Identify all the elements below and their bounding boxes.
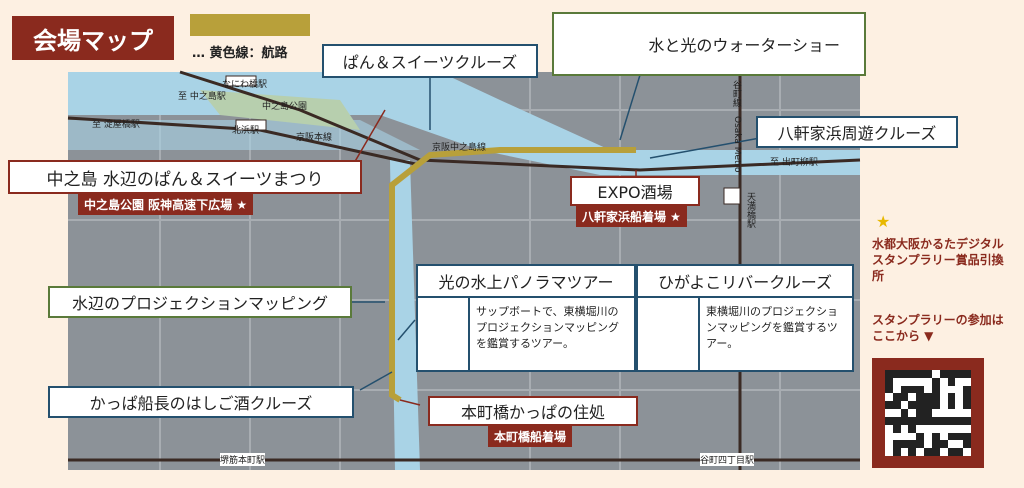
station-tanimachi4: 谷町四丁目駅 bbox=[700, 453, 755, 466]
higashiyokobori-river bbox=[390, 160, 420, 470]
rally-entry-text: スタンプラリーの参加はここから ▼ bbox=[872, 313, 1004, 343]
kappa-cruise-label[interactable]: かっぱ船長のはしご酒クルーズ bbox=[48, 386, 354, 418]
qr-code[interactable] bbox=[872, 358, 984, 468]
station-sakaisuji-hommachi: 堺筋本町駅 bbox=[220, 453, 266, 466]
pan-sweets-festival-label[interactable]: 中之島 水辺のぱん＆スイーツまつり bbox=[8, 160, 362, 194]
station-naniwabashi: なにわ橋駅 bbox=[222, 80, 268, 90]
station-nakanoshima: 至 中之島駅 bbox=[178, 92, 226, 102]
station-nakanoshima-koen: 中之島公園 bbox=[262, 102, 308, 112]
star-icon: ★ bbox=[876, 212, 891, 231]
page-title: 会場マップ bbox=[12, 16, 174, 60]
higayokoji-cruise-desc: 東横堀川のプロジェクションマッピングを鑑賞するツアー。 bbox=[706, 305, 838, 350]
station-temmabashi: 天満橋駅 bbox=[745, 192, 755, 228]
higayokoji-cruise-card[interactable]: ひがよこリバークルーズ 東横堀川のプロジェクションマッピングを鑑賞するツアー。 bbox=[636, 264, 854, 372]
pan-sweets-place: 中之島公園 阪神高速下広場 ★ bbox=[78, 194, 254, 215]
nakanoshima-park bbox=[200, 90, 360, 130]
pan-sweets-cruise-label[interactable]: ぱん＆スイーツクルーズ bbox=[322, 44, 538, 78]
station-markers bbox=[225, 75, 741, 205]
boat-route bbox=[389, 147, 636, 403]
station-demachiyanagi: 至 出町柳駅 bbox=[770, 158, 818, 168]
route-legend-swatch bbox=[190, 14, 310, 36]
station-yodoyabashi: 至 淀屋橋駅 bbox=[92, 120, 140, 130]
route-legend-label: … 黄色線：航路 bbox=[192, 46, 288, 61]
rally-exchange-info: 水都大阪かるたデジタルスタンプラリー賞品引換所 bbox=[872, 237, 1004, 283]
panorama-tour-image bbox=[418, 298, 470, 370]
expo-sakaba-label[interactable]: EXPO酒場 bbox=[570, 176, 700, 206]
expo-place: 八軒家浜船着場 ★ bbox=[576, 206, 687, 227]
water-light-show-label[interactable]: 水と光のウォーターショー bbox=[552, 12, 866, 76]
kappa-place: 本町橋船着場 bbox=[488, 426, 573, 447]
projection-mapping-label[interactable]: 水辺のプロジェクションマッピング bbox=[48, 286, 352, 318]
keihan-nakanoshima-line-label: 京阪中之島線 bbox=[432, 143, 487, 153]
dojima-river bbox=[68, 120, 420, 150]
panorama-tour-desc: サップボートで、東横堀川のプロジェクションマッピングを鑑賞するツアー。 bbox=[476, 305, 619, 350]
higayokoji-cruise-image bbox=[638, 298, 700, 370]
qr-code-pattern bbox=[885, 370, 971, 456]
higayokoji-cruise-title: ひがよこリバークルーズ bbox=[638, 266, 852, 298]
keihan-line-label: 京阪本線 bbox=[296, 133, 333, 143]
tanimachi-line-label: 谷町線 bbox=[731, 80, 741, 107]
station-kitahama: 北浜駅 bbox=[232, 126, 260, 136]
hachiken-cruise-label[interactable]: 八軒家浜周遊クルーズ bbox=[756, 116, 958, 148]
osaka-metro-label: Osaka Metro bbox=[732, 116, 742, 173]
kappa-house-label[interactable]: 本町橋かっぱの住処 bbox=[428, 396, 638, 426]
panorama-tour-card[interactable]: 光の水上パノラマツアー サップボートで、東横堀川のプロジェクションマッピングを鑑… bbox=[416, 264, 636, 372]
panorama-tour-title: 光の水上パノラマツアー bbox=[418, 266, 634, 298]
